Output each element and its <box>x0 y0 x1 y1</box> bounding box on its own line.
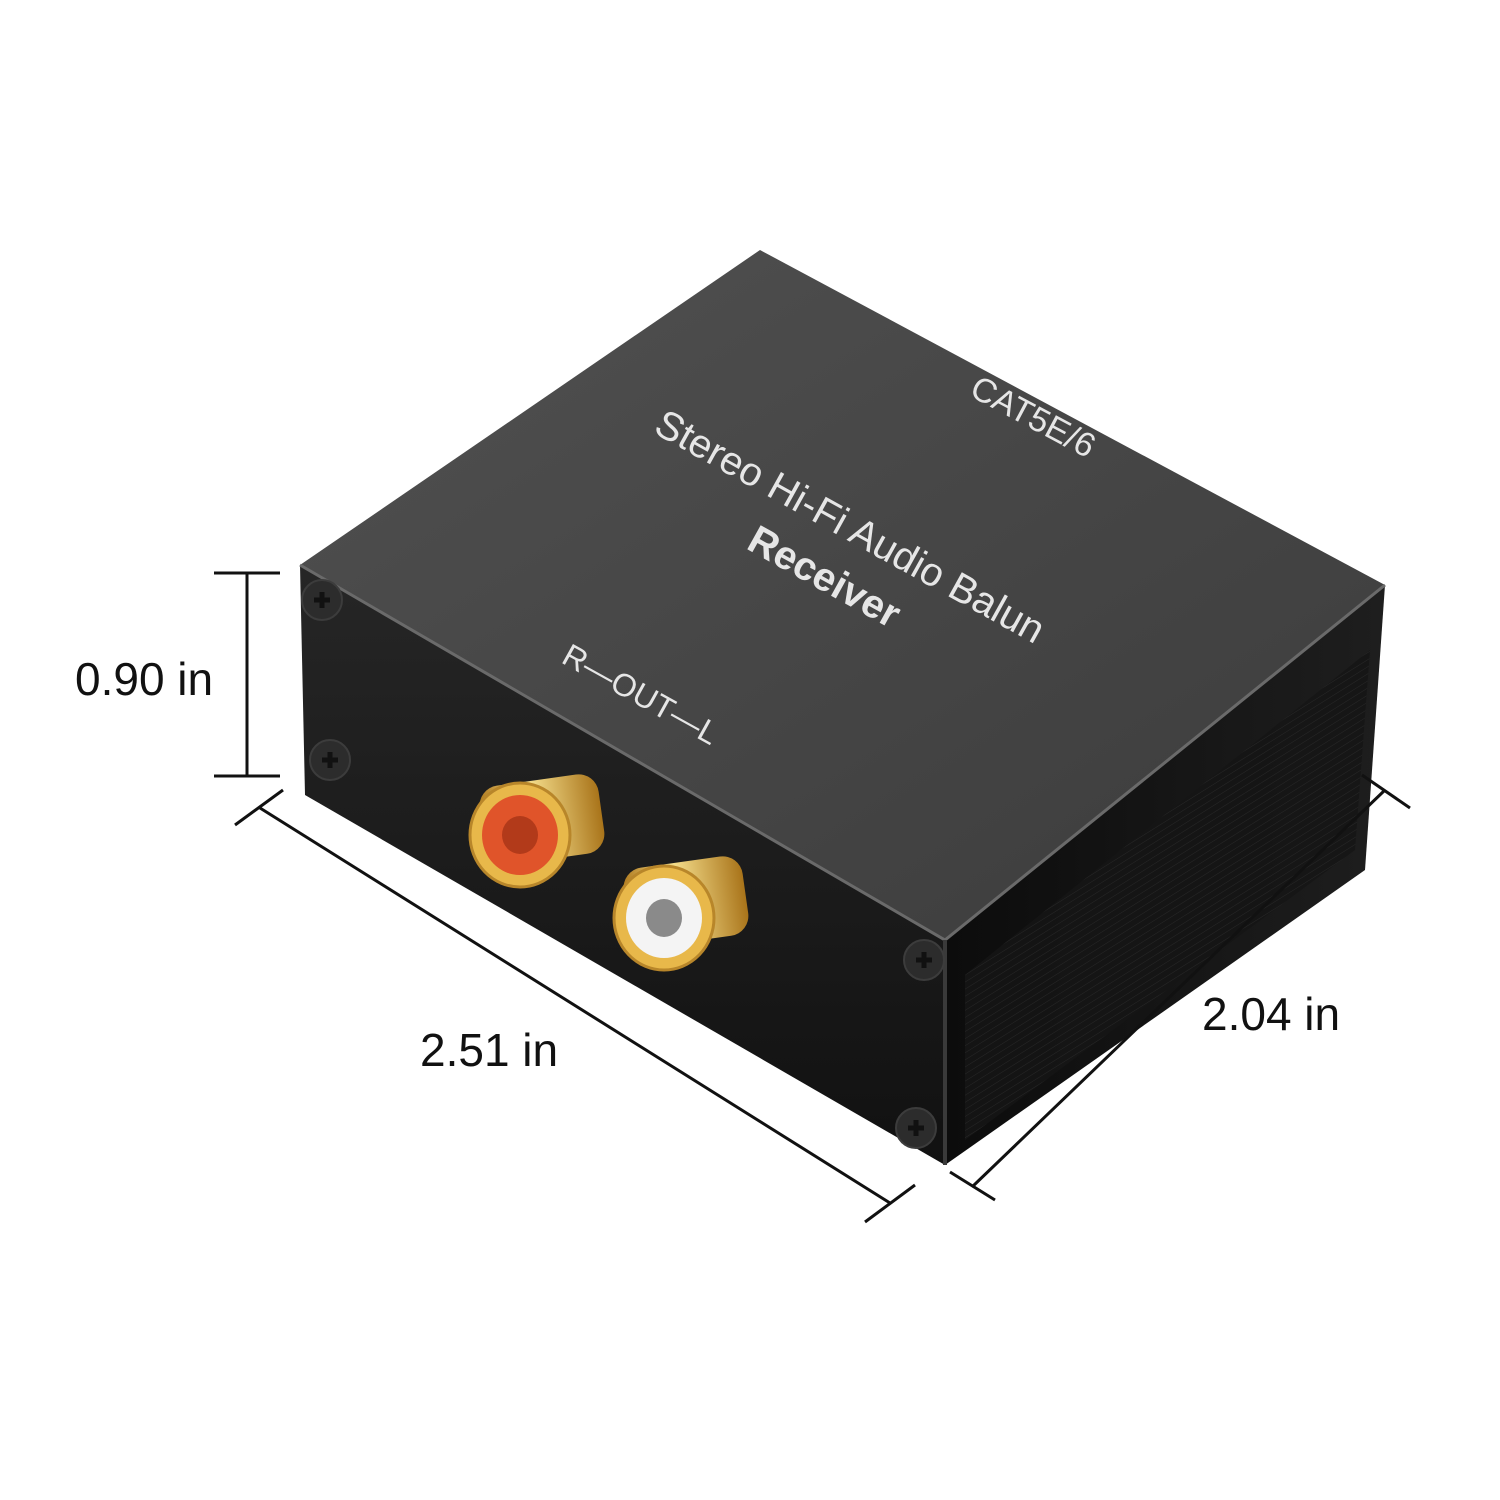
width-label: 2.51 in <box>420 1024 558 1076</box>
height-dimension-line <box>214 571 280 778</box>
screw-icon <box>301 579 343 621</box>
screw-icon <box>895 1107 937 1149</box>
box-top-face <box>300 250 1385 940</box>
box-side-ribs <box>965 650 1370 1140</box>
rca-jack-right-red <box>468 774 605 889</box>
box-front-face <box>300 565 945 1165</box>
width-dimension-line <box>234 788 916 1224</box>
screw-icon <box>309 739 351 781</box>
screw-icon <box>903 939 945 981</box>
height-label: 0.90 in <box>75 653 213 705</box>
depth-label: 2.04 in <box>1202 988 1340 1040</box>
depth-dimension-line <box>949 773 1411 1202</box>
rca-jack-left-white <box>612 856 749 972</box>
